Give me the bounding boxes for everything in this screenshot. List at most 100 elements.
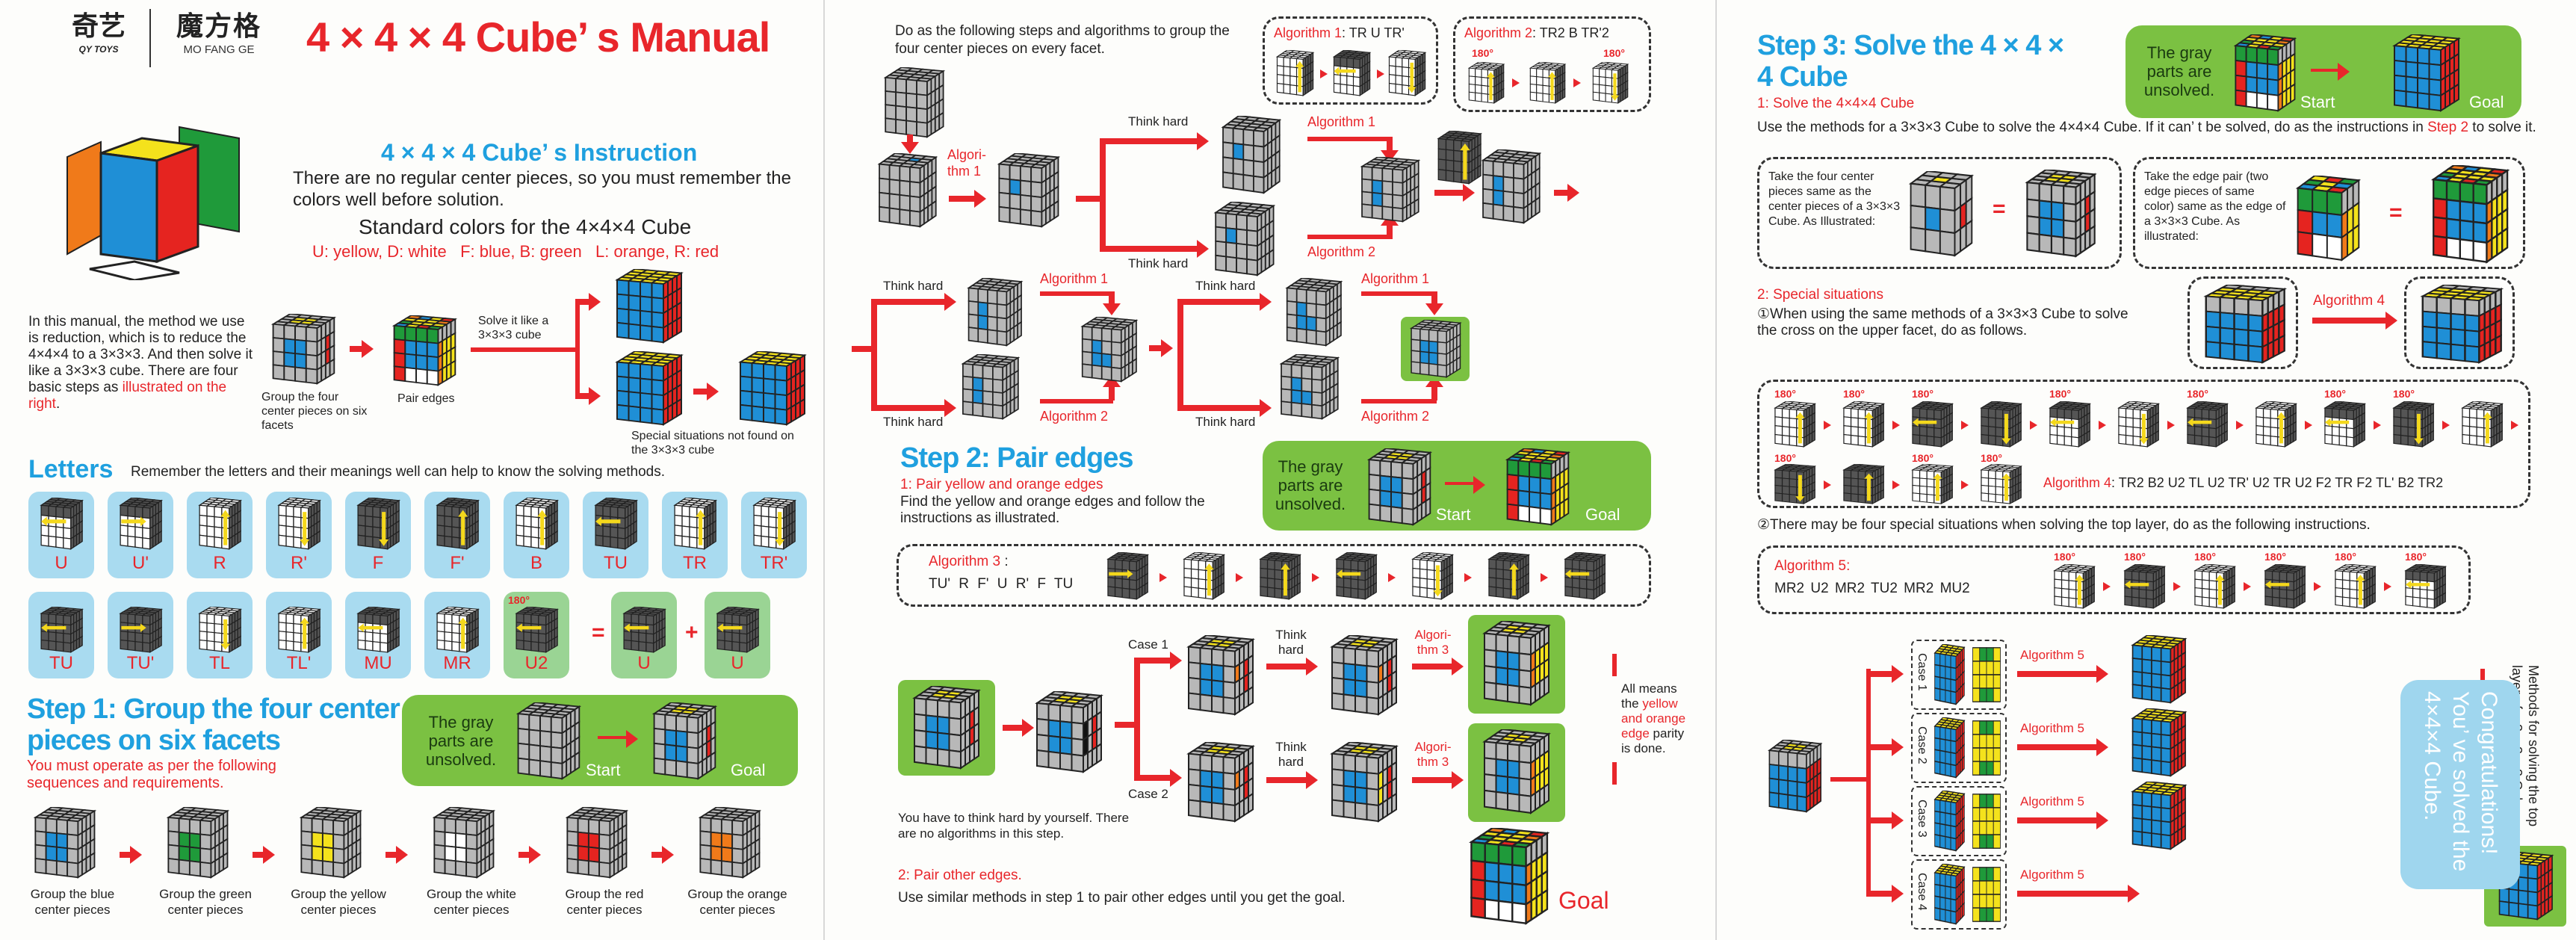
alg4-step-arrow bbox=[2099, 421, 2106, 430]
letter-cube-icon bbox=[592, 497, 640, 550]
letter-cube-icon bbox=[433, 606, 481, 653]
front-blue-face bbox=[99, 152, 158, 263]
case-box: Case 2 bbox=[1911, 713, 2007, 783]
flow-cube-3a bbox=[1218, 115, 1284, 194]
flow-arrow bbox=[1434, 184, 1475, 202]
alg3-label: Algorithm 3 : bbox=[929, 554, 1009, 570]
case-cube bbox=[1932, 863, 1966, 925]
fold-line bbox=[1715, 0, 1717, 940]
case-label: Case 4 bbox=[1916, 873, 1928, 911]
alg4-step-cube bbox=[1840, 401, 1886, 448]
sub1-highlight: Step 2 bbox=[2427, 120, 2469, 135]
alg2-step-arrow bbox=[1573, 78, 1581, 87]
logo-divider bbox=[149, 9, 151, 67]
case-cube bbox=[1932, 790, 1966, 852]
alg3-step-arrow bbox=[1312, 573, 1319, 582]
flow-arrow-bottom bbox=[1177, 399, 1272, 417]
letter-cube-icon bbox=[513, 606, 560, 653]
letter-cube-icon bbox=[354, 606, 402, 653]
flow-cube-8a bbox=[1282, 277, 1345, 347]
letter-cube-icon bbox=[37, 497, 85, 550]
algorithm1-label-c: Algorithm 1 bbox=[1361, 271, 1430, 286]
start-label: Start bbox=[2300, 93, 2335, 111]
alg4-step-arrow bbox=[1892, 480, 1900, 489]
center-box-text: Take the four center pieces same as the … bbox=[1768, 170, 1901, 228]
alg4-step-arrow bbox=[2374, 421, 2381, 430]
case2-arrow bbox=[1134, 769, 1182, 787]
start-label: Start bbox=[1436, 505, 1471, 524]
center-3x3-cube bbox=[1905, 170, 1976, 257]
flow-arrow-down bbox=[1381, 137, 1399, 162]
letter-label: TU' bbox=[126, 653, 155, 673]
instruction-title: 4 × 4 × 4 Cube’ s Instruction bbox=[381, 139, 698, 166]
alg4-step-cube bbox=[2184, 401, 2230, 448]
letter-label: U2 bbox=[524, 653, 548, 673]
letter-label: MR bbox=[443, 653, 471, 673]
flow-arrow-top bbox=[871, 293, 956, 311]
u2-plus: + bbox=[685, 620, 699, 645]
alg3-step-cube bbox=[1180, 551, 1227, 600]
fold-line bbox=[823, 0, 825, 940]
step2-sub: 1: Pair yellow and orange edges bbox=[900, 477, 1103, 492]
alg4-degree: 180° bbox=[2049, 388, 2071, 400]
step2-title: Step 2: Pair edges bbox=[900, 442, 1133, 474]
gray-note-text: The gray parts are unsolved. bbox=[425, 713, 497, 769]
algorithm3-box: Algorithm 3 : TU' R F' U R' F TU bbox=[897, 544, 1651, 607]
alg4-after-cube bbox=[2415, 284, 2507, 364]
letter-label: F' bbox=[450, 553, 465, 573]
case1-arrow bbox=[1134, 652, 1182, 670]
alg4-degree: 180° bbox=[1774, 452, 1796, 464]
group-step-label: Group the orange center pieces bbox=[687, 887, 787, 917]
flow-group-label: Group the four center pieces on six face… bbox=[261, 391, 368, 432]
flow-branch bbox=[1100, 138, 1106, 252]
case-cube-black bbox=[1031, 690, 1106, 773]
letters-title: Letters bbox=[28, 455, 114, 483]
gray-note-text: The gray parts are unsolved. bbox=[1275, 457, 1346, 513]
flow-branch bbox=[871, 299, 877, 411]
think-hard-6: Think hard bbox=[1195, 415, 1256, 429]
alg4-degree: 180° bbox=[2324, 388, 2346, 400]
flow-line bbox=[1115, 722, 1137, 728]
bottom-white-face bbox=[89, 260, 180, 280]
alg1-moves: : TR U TR' bbox=[1342, 25, 1405, 40]
alg4-step-cube bbox=[1978, 401, 2024, 448]
letter-cube-icon bbox=[196, 497, 244, 550]
alg3-step-cube bbox=[1104, 551, 1151, 600]
algorithm5-label: Algorithm 5 bbox=[2020, 794, 2084, 808]
alg5-step-arrow bbox=[2244, 582, 2251, 591]
cube-edges-paired bbox=[388, 315, 459, 386]
cube-solved-final bbox=[734, 350, 809, 426]
alg3-step-cube bbox=[1485, 551, 1532, 600]
panel-step3: Step 3: Solve the 4 × 4 × 4 Cube The gra… bbox=[1718, 0, 2576, 940]
case-start-cube bbox=[908, 684, 983, 770]
goal-cube bbox=[648, 702, 719, 780]
pair-other-text: Use similar methods in step 1 to pair ot… bbox=[898, 890, 1346, 906]
step2-text: Find the yellow and orange edges and fol… bbox=[900, 494, 1205, 526]
group-step-cube bbox=[695, 806, 764, 879]
alg3-step-cube bbox=[1333, 551, 1379, 600]
case2-cube-a bbox=[1183, 740, 1257, 823]
flow-arrow bbox=[651, 846, 674, 864]
alg4-step-arrow bbox=[1892, 421, 1900, 430]
letter-card: U bbox=[28, 492, 94, 578]
letter-label: TU bbox=[604, 553, 628, 573]
intro-body: In this manual, the method we use is red… bbox=[28, 314, 253, 395]
case-arrow bbox=[1866, 665, 1904, 683]
case-label: Case 3 bbox=[1916, 800, 1928, 838]
alg5-step-arrow bbox=[2103, 582, 2111, 591]
alg5-degree: 180° bbox=[2124, 551, 2146, 563]
letter-cube-icon bbox=[117, 606, 164, 653]
congratulations-badge: Congratulations! You’ ve solved the 4×4×… bbox=[2400, 680, 2520, 889]
letter-card: F bbox=[345, 492, 411, 578]
letter-cube-icon bbox=[513, 497, 560, 550]
letter-label: TL bbox=[208, 653, 230, 673]
letter-label: U bbox=[637, 653, 651, 673]
alg4-after-box bbox=[2404, 276, 2515, 369]
alg4-step-arrow bbox=[1961, 421, 1969, 430]
think-hard-1: Think hard bbox=[1128, 114, 1189, 129]
center-4x4-cube bbox=[2021, 168, 2099, 258]
start-cube bbox=[513, 702, 583, 780]
letter-label: R bbox=[213, 553, 226, 573]
center-compare-box: Take the four center pieces same as the … bbox=[1757, 157, 2122, 269]
group-step-label: Group the blue center pieces bbox=[30, 887, 115, 917]
